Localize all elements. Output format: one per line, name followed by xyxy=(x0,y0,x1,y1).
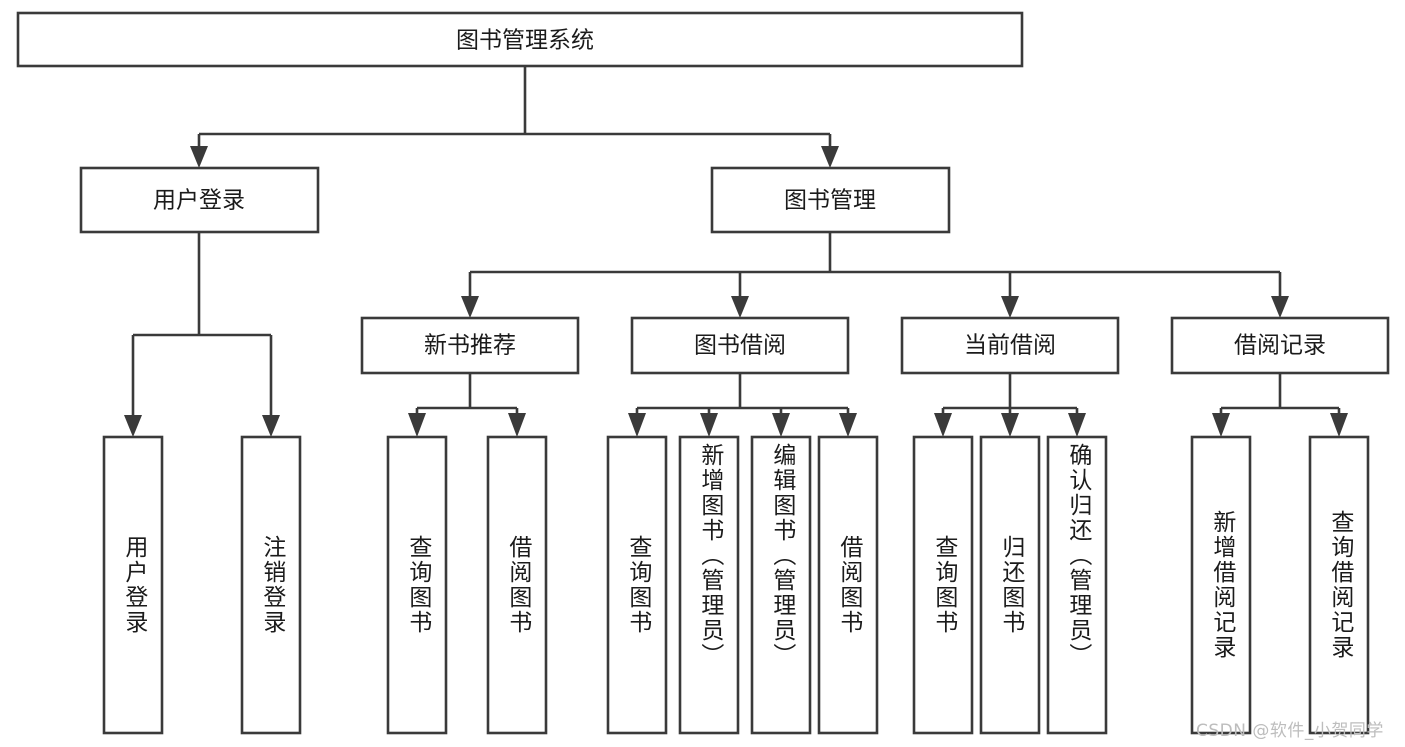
node-book-borrow[interactable]: 图书借阅 xyxy=(630,316,850,375)
arrow-head-leaf-query-book-2 xyxy=(628,413,646,437)
node-root-box[interactable] xyxy=(16,11,1024,68)
node-book-borrow-label: 图书借阅 xyxy=(694,333,786,359)
leaf-box-query-book-2[interactable] xyxy=(606,435,668,735)
node-root-label: 图书管理系统 xyxy=(456,28,594,54)
leaf-box-confirm-return[interactable] xyxy=(1046,435,1108,735)
node-root[interactable]: 图书管理系统 xyxy=(16,11,1024,68)
arrow-head-leaf-edit-book xyxy=(772,413,790,437)
node-book-borrow-box[interactable] xyxy=(630,316,850,375)
arrow-head-current-borrow xyxy=(1001,296,1019,318)
arrow-head-leaf-query-book-1 xyxy=(408,413,426,437)
node-user-login-box[interactable] xyxy=(79,166,320,234)
node-current-borrow-label: 当前借阅 xyxy=(964,333,1056,359)
connector-group xyxy=(124,66,1348,437)
arrow-head-book-management xyxy=(821,146,839,168)
node-new-book-recommend-box[interactable] xyxy=(360,316,580,375)
node-book-management-label: 图书管理 xyxy=(784,188,876,214)
arrow-head-leaf-confirm-return xyxy=(1068,413,1086,437)
arrow-head-leaf-borrow-book-2 xyxy=(839,413,857,437)
leaf-box-query-book-3[interactable] xyxy=(912,435,974,735)
node-book-management[interactable]: 图书管理 xyxy=(710,166,951,234)
leaf-box-logout[interactable] xyxy=(240,435,302,735)
arrow-head-leaf-add-record xyxy=(1212,413,1230,437)
node-new-book-recommend-label: 新书推荐 xyxy=(424,333,516,359)
node-new-book-recommend[interactable]: 新书推荐 xyxy=(360,316,580,375)
leaf-box-query-book-1[interactable] xyxy=(386,435,448,735)
leaf-box-return-book[interactable] xyxy=(979,435,1041,735)
node-current-borrow-box[interactable] xyxy=(900,316,1120,375)
node-user-login[interactable]: 用户登录 xyxy=(79,166,320,234)
arrow-head-leaf-query-book-3 xyxy=(934,413,952,437)
leaf-box-add-record[interactable] xyxy=(1190,435,1252,735)
leaf-box-query-record[interactable] xyxy=(1308,435,1370,735)
node-borrow-record-box[interactable] xyxy=(1170,316,1390,375)
arrow-head-leaf-query-record xyxy=(1330,413,1348,437)
node-borrow-record[interactable]: 借阅记录 xyxy=(1170,316,1390,375)
arrow-head-leaf-add-book xyxy=(700,413,718,437)
arrow-head-borrow-record xyxy=(1271,296,1289,318)
node-user-login-label: 用户登录 xyxy=(153,188,245,214)
leaf-box-edit-book[interactable] xyxy=(750,435,812,735)
node-current-borrow[interactable]: 当前借阅 xyxy=(900,316,1120,375)
node-book-management-box[interactable] xyxy=(710,166,951,234)
arrow-head-new-book-recommend xyxy=(461,296,479,318)
leaf-box-add-book[interactable] xyxy=(678,435,740,735)
arrow-head-book-borrow xyxy=(731,296,749,318)
arrow-head-leaf-return-book xyxy=(1001,413,1019,437)
csdn-watermark: CSDN @软件_小贺同学 xyxy=(1196,721,1384,741)
arrow-head-leaf-borrow-book-1 xyxy=(508,413,526,437)
node-borrow-record-label: 借阅记录 xyxy=(1234,333,1326,359)
arrow-head-leaf-logout xyxy=(262,415,280,437)
leaf-box-user-login[interactable] xyxy=(102,435,164,735)
leaf-box-borrow-book-2[interactable] xyxy=(817,435,879,735)
arrow-head-user-login xyxy=(190,146,208,168)
arrow-head-leaf-user-login xyxy=(124,415,142,437)
leaf-box-borrow-book-1[interactable] xyxy=(486,435,548,735)
